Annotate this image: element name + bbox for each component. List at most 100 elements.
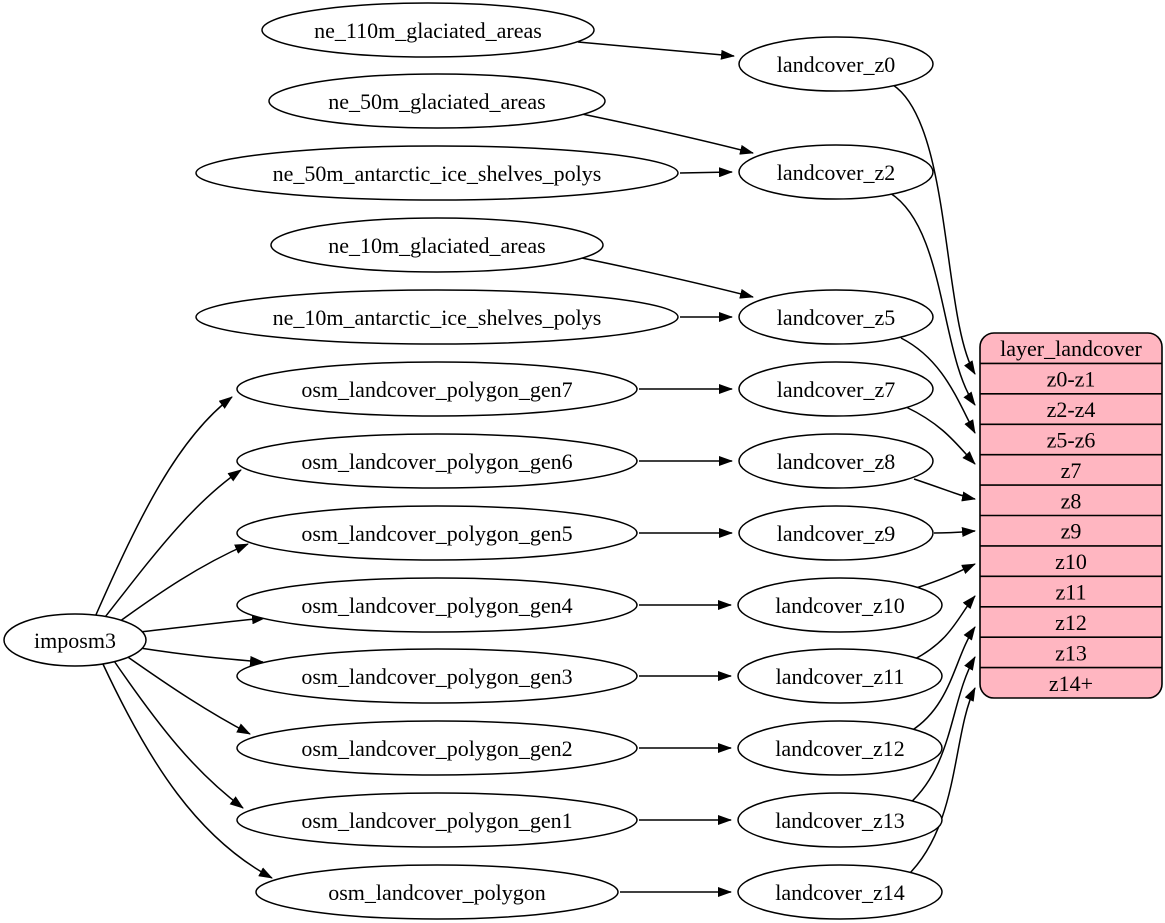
table-row-z10: z10: [1055, 549, 1087, 574]
node-ellipse: [737, 864, 943, 920]
edges-imposm3: [94, 396, 273, 879]
edge-landcover-z10-to-row-z10: [915, 563, 976, 589]
edges-to-layer-table: [889, 84, 976, 878]
table-row-z7: z7: [1061, 458, 1082, 483]
node-osm-landcover-polygon-gen7: osm_landcover_polygon_gen7: [236, 361, 638, 417]
node-label: osm_landcover_polygon_gen1: [301, 808, 572, 833]
table-row-z5-z6: z5-z6: [1047, 428, 1096, 453]
node-landcover-z11: landcover_z11: [737, 648, 943, 704]
node-landcover-z10: landcover_z10: [737, 577, 943, 633]
node-ellipse: [738, 36, 934, 92]
table-row-z14plus: z14+: [1049, 671, 1093, 696]
node-landcover-z8: landcover_z8: [738, 433, 934, 489]
node-label: landcover_z14: [775, 880, 905, 905]
edge-landcover-z5-to-row-z5-z6: [900, 337, 976, 434]
node-landcover-z0: landcover_z0: [738, 36, 934, 92]
source-nodes: ne_110m_glaciated_areas ne_50m_glaciated…: [195, 2, 679, 920]
edge-landcover-z2-to-row-z2-z4: [889, 192, 976, 406]
node-landcover-z2: landcover_z2: [738, 144, 934, 200]
node-ellipse: [738, 433, 934, 489]
node-ne-50m-glaciated-areas: ne_50m_glaciated_areas: [268, 73, 606, 129]
generalized-nodes: landcover_z0 landcover_z2 landcover_z5 l…: [737, 36, 943, 920]
node-ellipse: [236, 505, 638, 561]
table-row-z0-z1: z0-z1: [1047, 367, 1096, 392]
node-label: osm_landcover_polygon_gen2: [301, 736, 572, 761]
edge-ne-50m-glaciated-areas-to-landcover-z2: [576, 112, 754, 155]
edge-landcover-z13-to-row-z13: [908, 656, 976, 805]
edge-imposm3-to-osm-landcover-polygon-gen4: [139, 614, 266, 633]
table-row-z13: z13: [1055, 640, 1087, 665]
node-label: osm_landcover_polygon_gen3: [301, 664, 572, 689]
node-ne-10m-antarctic-ice-shelves-polys: ne_10m_antarctic_ice_shelves_polys: [195, 289, 679, 345]
node-ellipse: [737, 792, 943, 848]
node-ne-50m-antarctic-ice-shelves-polys: ne_50m_antarctic_ice_shelves_polys: [195, 145, 679, 201]
edge-landcover-z12-to-row-z12: [910, 626, 976, 732]
node-ellipse: [236, 792, 638, 848]
edge-imposm3-to-osm-landcover-polygon-gen2: [124, 654, 251, 735]
node-landcover-z7: landcover_z7: [738, 361, 934, 417]
node-label: landcover_z0: [777, 52, 896, 77]
node-osm-landcover-polygon-gen3: osm_landcover_polygon_gen3: [236, 648, 638, 704]
node-ellipse: [737, 720, 943, 776]
node-ellipse: [270, 217, 604, 273]
edge-landcover-z0-to-row-z0-z1: [892, 84, 976, 375]
node-label: landcover_z12: [775, 736, 905, 761]
node-osm-landcover-polygon-gen2: osm_landcover_polygon_gen2: [236, 720, 638, 776]
node-label: ne_10m_glaciated_areas: [328, 233, 545, 258]
node-ellipse: [195, 289, 679, 345]
node-ne-10m-glaciated-areas: ne_10m_glaciated_areas: [270, 217, 604, 273]
node-label: ne_50m_glaciated_areas: [328, 89, 545, 114]
edge-imposm3-to-osm-landcover-polygon-gen1: [111, 657, 244, 809]
table-title: layer_landcover: [1000, 336, 1142, 361]
node-landcover-z12: landcover_z12: [737, 720, 943, 776]
edge-landcover-z14-to-row-z14: [905, 687, 976, 878]
node-ellipse: [738, 144, 934, 200]
node-ellipse: [738, 361, 934, 417]
edge-ne-50m-antarctic-ice-shelves-polys-to-landcover-z2: [679, 167, 733, 178]
node-ellipse: [261, 2, 595, 58]
node-label: ne_110m_glaciated_areas: [314, 18, 542, 43]
node-ellipse: [236, 361, 638, 417]
edges-sources: [576, 41, 754, 897]
node-imposm3-label: imposm3: [34, 628, 116, 653]
node-ne-110m-glaciated-areas: ne_110m_glaciated_areas: [261, 2, 595, 58]
node-label: osm_landcover_polygon_gen5: [301, 521, 572, 546]
node-label: landcover_z7: [777, 377, 896, 402]
node-ellipse: [236, 648, 638, 704]
node-ellipse: [738, 505, 934, 561]
node-label: osm_landcover_polygon_gen4: [301, 593, 572, 618]
node-label: osm_landcover_polygon: [328, 880, 546, 905]
node-ellipse: [195, 145, 679, 201]
node-ellipse: [737, 648, 943, 704]
node-label: ne_50m_antarctic_ice_shelves_polys: [273, 161, 602, 186]
node-ellipse: [738, 289, 934, 345]
node-landcover-z13: landcover_z13: [737, 792, 943, 848]
table-row-z11: z11: [1056, 580, 1087, 605]
edge-imposm3-to-osm-landcover-polygon-gen6: [101, 469, 242, 622]
node-imposm3: imposm3: [3, 613, 147, 667]
table-row-z2-z4: z2-z4: [1047, 397, 1096, 422]
table-row-z8: z8: [1061, 488, 1082, 513]
node-landcover-z14: landcover_z14: [737, 864, 943, 920]
node-ellipse: [236, 433, 638, 489]
node-ellipse: [255, 864, 619, 920]
node-osm-landcover-polygon-gen6: osm_landcover_polygon_gen6: [236, 433, 638, 489]
node-label: ne_10m_antarctic_ice_shelves_polys: [273, 305, 602, 330]
edge-landcover-z7-to-row-z7: [905, 406, 976, 465]
edge-imposm3-to-osm-landcover-polygon-gen5: [111, 543, 249, 628]
edge-ne-10m-glaciated-areas-to-landcover-z5: [576, 256, 754, 299]
table-row-z9: z9: [1061, 519, 1082, 544]
node-landcover-z9: landcover_z9: [738, 505, 934, 561]
node-label: landcover_z9: [777, 521, 896, 546]
edge-landcover-z8-to-row-z8: [913, 478, 976, 502]
edge-ne-110m-glaciated-areas-to-landcover-z0: [577, 41, 735, 60]
node-label: osm_landcover_polygon_gen6: [301, 449, 572, 474]
edge-landcover-z11-to-row-z11: [912, 595, 976, 661]
node-ellipse: [268, 73, 606, 129]
node-label: landcover_z10: [775, 593, 905, 618]
node-osm-landcover-polygon: osm_landcover_polygon: [255, 864, 619, 920]
node-ellipse: [236, 720, 638, 776]
node-imposm3-ellipse: [3, 613, 147, 667]
